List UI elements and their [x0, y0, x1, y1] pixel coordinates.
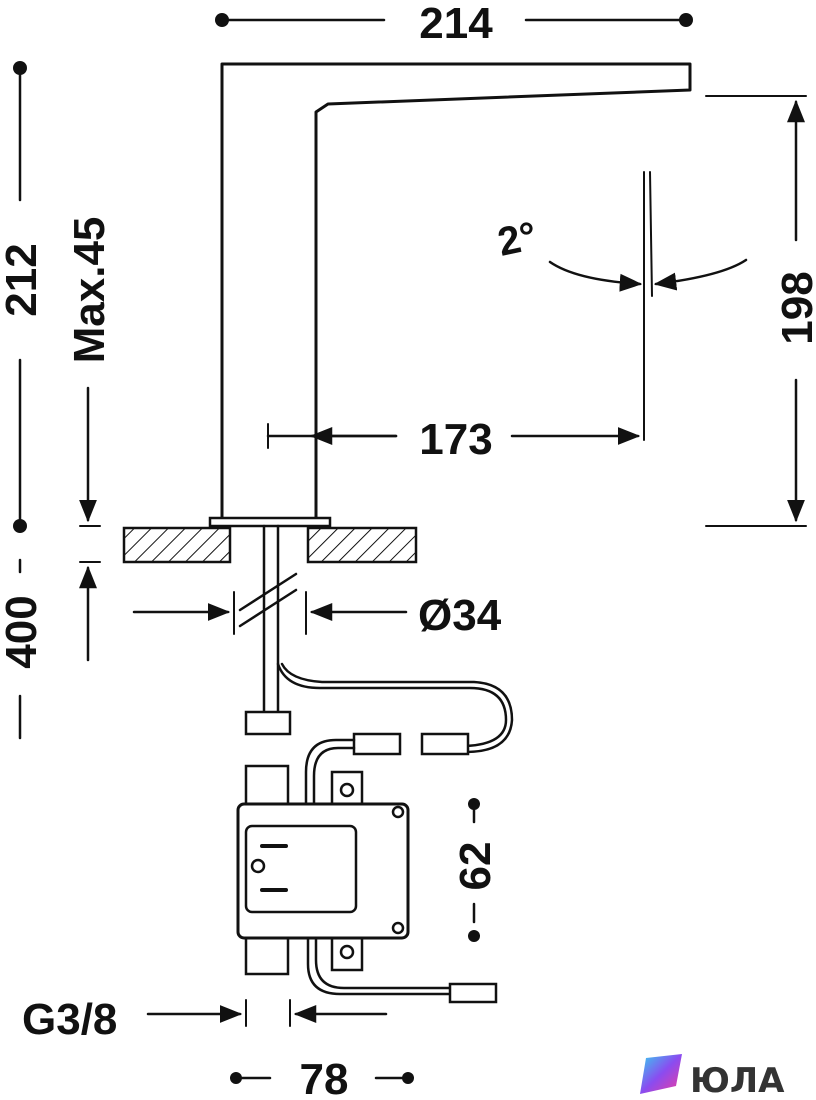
- control-box: [236, 764, 410, 976]
- brand-logo: ЮЛА: [640, 1054, 785, 1100]
- dimension-box-width: 78: [230, 1055, 414, 1100]
- angle-label: 2°: [494, 214, 541, 265]
- connection-thread-label: G3/8: [22, 995, 117, 1044]
- dimension-reach: 173: [266, 415, 641, 464]
- dimension-total-height: 212: [0, 61, 46, 533]
- spout-height-label: 198: [773, 271, 816, 344]
- brand-logo-icon: [640, 1054, 682, 1094]
- brand-logo-text: ЮЛА: [690, 1061, 785, 1100]
- dimension-spout-height: 198: [705, 95, 816, 527]
- total-height-label: 212: [0, 243, 46, 316]
- box-width-label: 78: [300, 1055, 349, 1100]
- box-height-label: 62: [451, 842, 500, 891]
- faucet-body: [208, 62, 692, 528]
- dimension-connection-thread: G3/8: [22, 995, 388, 1044]
- hole-diameter-label: Ø34: [418, 591, 502, 640]
- dimension-max-deck-thickness: Max.45: [65, 217, 114, 662]
- hose-length-label: 400: [0, 595, 46, 668]
- reach-label: 173: [419, 415, 492, 464]
- dimension-hose-length: 400: [0, 558, 46, 740]
- dimension-box-height: 62: [451, 798, 500, 942]
- total-width-label: 214: [419, 0, 493, 48]
- countertop-section: [122, 526, 418, 564]
- max-deck-label: Max.45: [65, 217, 114, 364]
- faucet-shank: [238, 524, 298, 736]
- sensor-cables: [276, 662, 514, 1004]
- dimension-total-width: 214: [215, 0, 693, 48]
- dimension-hole-diameter: Ø34: [132, 591, 502, 640]
- water-jet-angle: 2°: [494, 171, 748, 441]
